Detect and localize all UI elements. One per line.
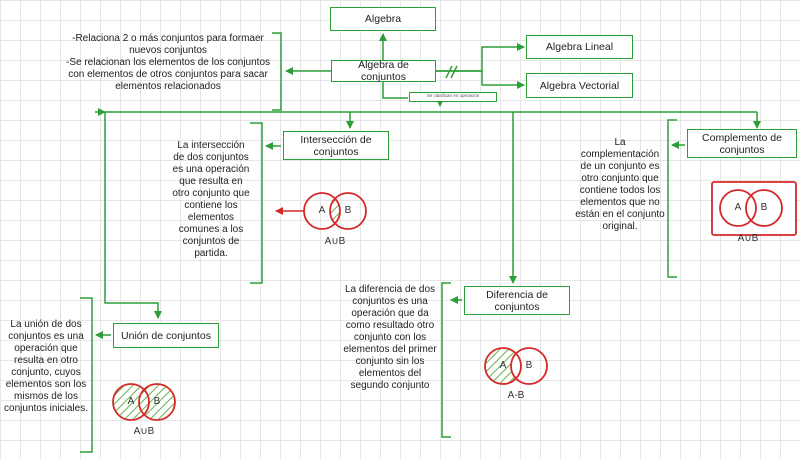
arrow-to-vectorial [436,70,525,89]
brace-complemento [667,119,677,278]
brace-diferencia [441,282,451,438]
venn-diferencia [484,347,548,385]
node-diferencia[interactable]: Diferencia de conjuntos [464,286,570,315]
venn-union [112,383,176,421]
node-interseccion[interactable]: Intersección de conjuntos [283,131,389,160]
venn-diferencia-a: A [499,360,507,371]
node-algebra-vectorial[interactable]: Algebra Vectorial [526,73,633,98]
caption-complemento: A∪B [737,233,759,244]
node-union[interactable]: Unión de conjuntos [113,323,219,348]
brace-intro [272,32,282,111]
caption-union: A∪B [133,426,155,437]
venn-diferencia-b: B [525,360,533,371]
venn-interseccion-a: A [318,205,326,216]
venn-union-b: B [153,396,161,407]
venn-interseccion [303,192,367,230]
node-algebra-conjuntos[interactable]: Algebra de conjuntos [331,59,436,83]
label-clasificacion: Se clasifican en operación [409,92,497,102]
brace-interseccion [250,122,263,284]
note-complemento: La complementación de un conjunto es otr… [575,137,665,232]
caption-interseccion: A∪B [324,236,346,247]
venn-complemento-b: B [760,202,768,213]
node-complemento[interactable]: Complemento de conjuntos [687,129,797,158]
node-algebra[interactable]: Algebra [330,7,436,31]
note-union: La unión de dos conjuntos es una operaci… [4,319,88,414]
node-algebra-lineal[interactable]: Algebra Lineal [526,35,633,59]
brace-union [80,297,93,453]
venn-interseccion-b: B [344,205,352,216]
venn-complemento [711,181,797,236]
note-interseccion: La intersección de dos conjuntos es una … [172,140,250,259]
note-intro: -Relaciona 2 o más conjuntos para formae… [66,33,271,92]
venn-complemento-a: A [734,202,742,213]
note-diferencia: La diferencia de dos conjuntos es una op… [343,284,437,391]
arrow-to-lineal [436,43,525,72]
venn-union-a: A [127,396,135,407]
caption-diferencia: A-B [507,390,525,401]
